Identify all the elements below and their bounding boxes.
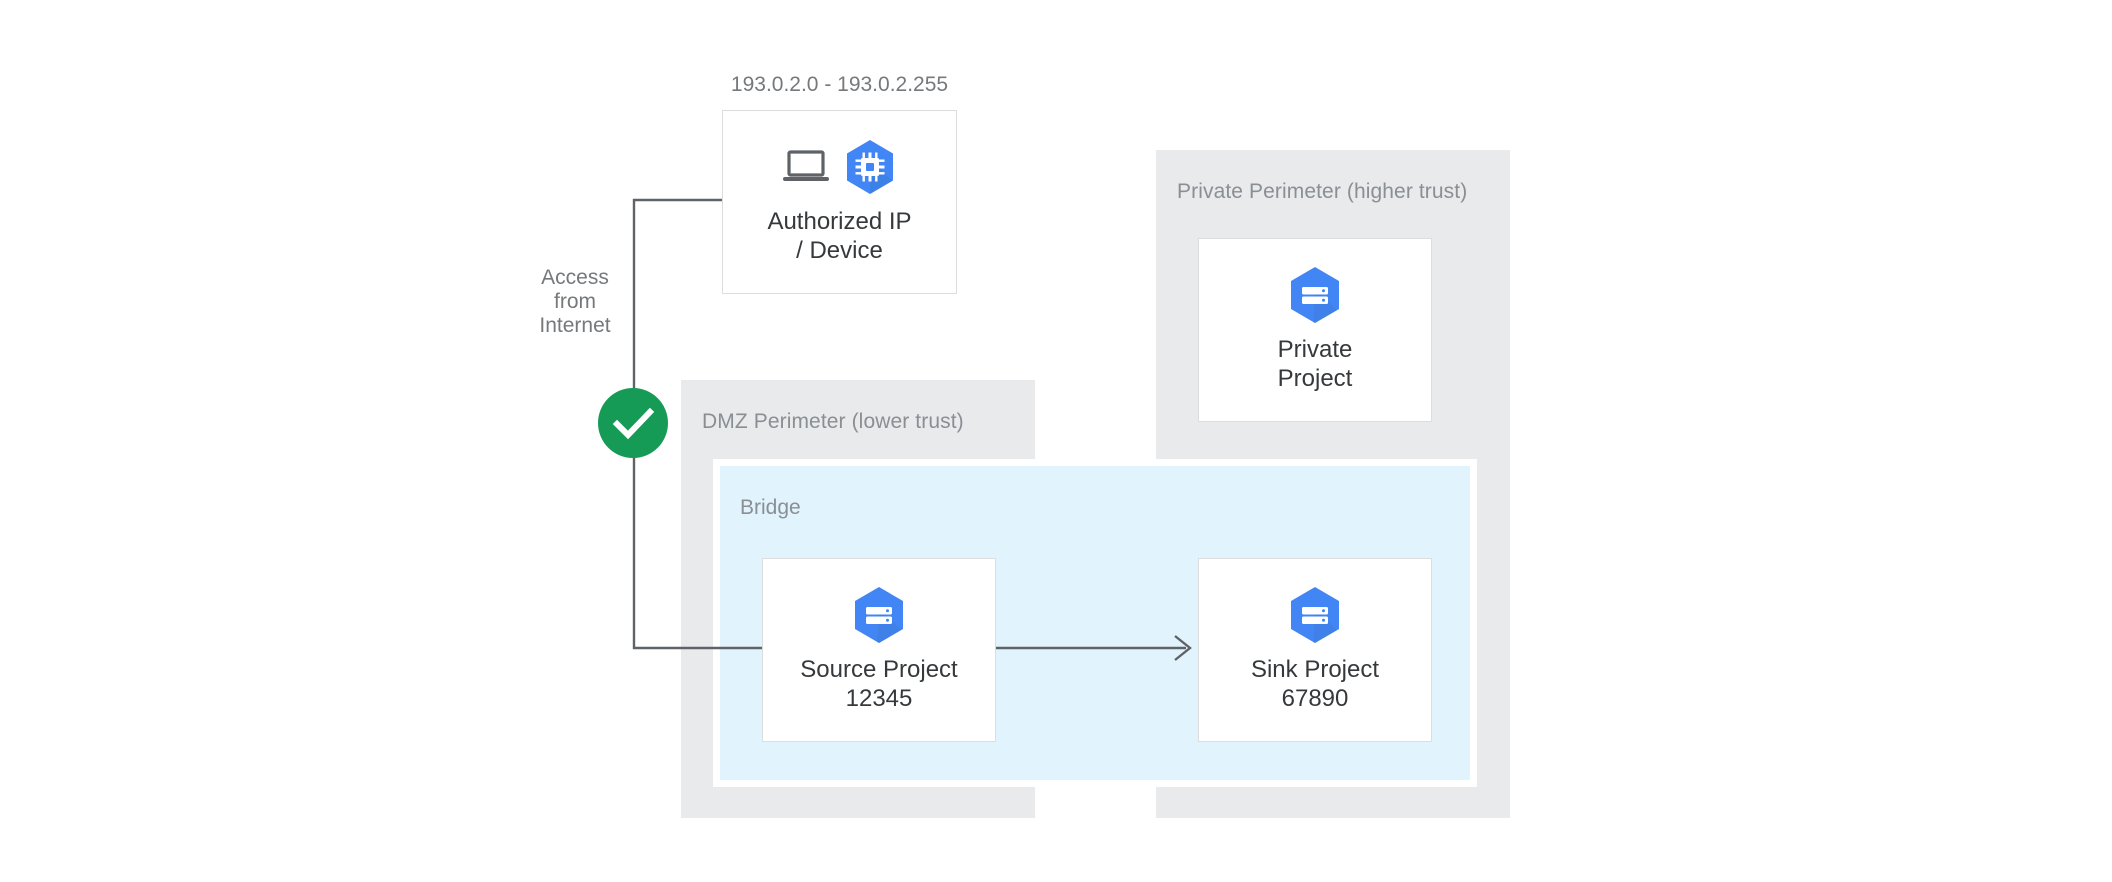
bridge-label: Bridge: [740, 496, 801, 519]
node-label: Source Project 12345: [800, 656, 958, 712]
perimeter-private-label: Private Perimeter (higher trust): [1177, 180, 1468, 203]
node-icon-row: [851, 587, 907, 643]
access-from-internet-label: Access from Internet: [539, 266, 611, 337]
node-authorized-ip-device[interactable]: Authorized IP / Device: [722, 110, 957, 294]
node-label: Authorized IP / Device: [767, 208, 912, 264]
node-private-project[interactable]: Private Project: [1198, 238, 1432, 422]
perimeter-dmz-label: DMZ Perimeter (lower trust): [702, 410, 964, 433]
node-icon-row: [1287, 587, 1343, 643]
ip-range-label: 193.0.2.0 - 193.0.2.255: [730, 73, 949, 96]
node-source-project[interactable]: Source Project 12345: [762, 558, 996, 742]
check-icon: [598, 388, 668, 458]
node-sink-project[interactable]: Sink Project 67890: [1198, 558, 1432, 742]
gcp-project-hexagon-icon: [1291, 267, 1339, 323]
node-label: Sink Project 67890: [1250, 656, 1380, 712]
gcp-compute-hexagon-icon: [846, 140, 893, 194]
gcp-project-hexagon-icon: [855, 587, 903, 643]
node-label: Private Project: [1277, 336, 1353, 392]
status-badge-allowed: [598, 388, 668, 458]
node-icon-row: [1287, 267, 1343, 323]
node-icon-row: [782, 139, 897, 195]
laptop-icon: [782, 150, 829, 181]
arrowhead-icon: [1174, 635, 1192, 661]
gcp-project-hexagon-icon: [1291, 587, 1339, 643]
